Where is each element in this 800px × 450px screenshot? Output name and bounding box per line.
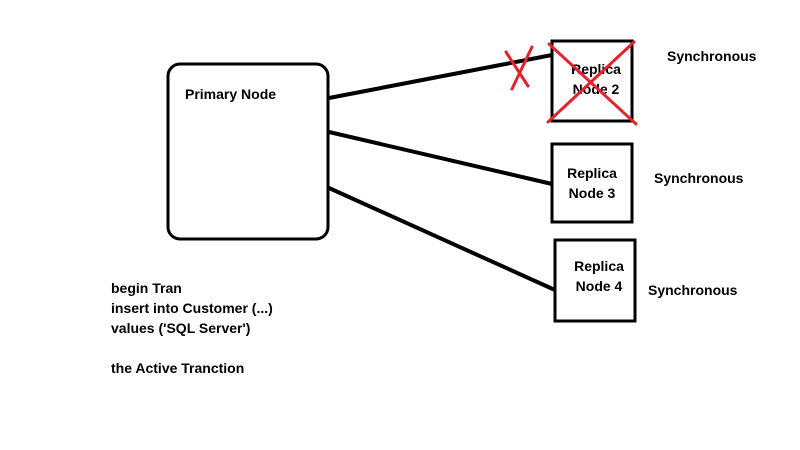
replica-node-4-mode: Synchronous bbox=[648, 282, 738, 298]
replica-node-4-label-line1: Replica bbox=[574, 258, 624, 274]
replica-node-3-mode: Synchronous bbox=[654, 170, 744, 186]
connector-replica-node-4 bbox=[327, 186, 557, 292]
replica-node-3-box bbox=[550, 142, 634, 224]
transaction-caption: the Active Tranction bbox=[111, 360, 245, 376]
transaction-note: begin Tran insert into Customer (...) va… bbox=[111, 278, 273, 378]
transaction-line-3: values ('SQL Server') bbox=[111, 320, 251, 336]
replica-node-4-label-line2: Node 4 bbox=[576, 278, 623, 294]
transaction-spacer bbox=[111, 338, 273, 358]
connector-node-2-failure-cross bbox=[504, 45, 534, 91]
replica-node-2-label-line1: Replica bbox=[571, 61, 621, 77]
connector-replica-node-2 bbox=[327, 53, 554, 100]
connector-replica-node-3 bbox=[327, 130, 554, 186]
replica-node-2-failure-cross bbox=[546, 40, 638, 126]
transaction-line-1: begin Tran bbox=[111, 280, 182, 296]
transaction-line-2: insert into Customer (...) bbox=[111, 300, 273, 316]
replica-node-3-label-line2: Node 3 bbox=[569, 185, 616, 201]
replica-node-2-mode: Synchronous bbox=[667, 48, 757, 64]
primary-node-label: Primary Node bbox=[185, 86, 276, 102]
primary-node-box bbox=[166, 62, 330, 241]
replica-node-3-label-line1: Replica bbox=[567, 165, 617, 181]
replica-node-4-box bbox=[553, 238, 637, 323]
